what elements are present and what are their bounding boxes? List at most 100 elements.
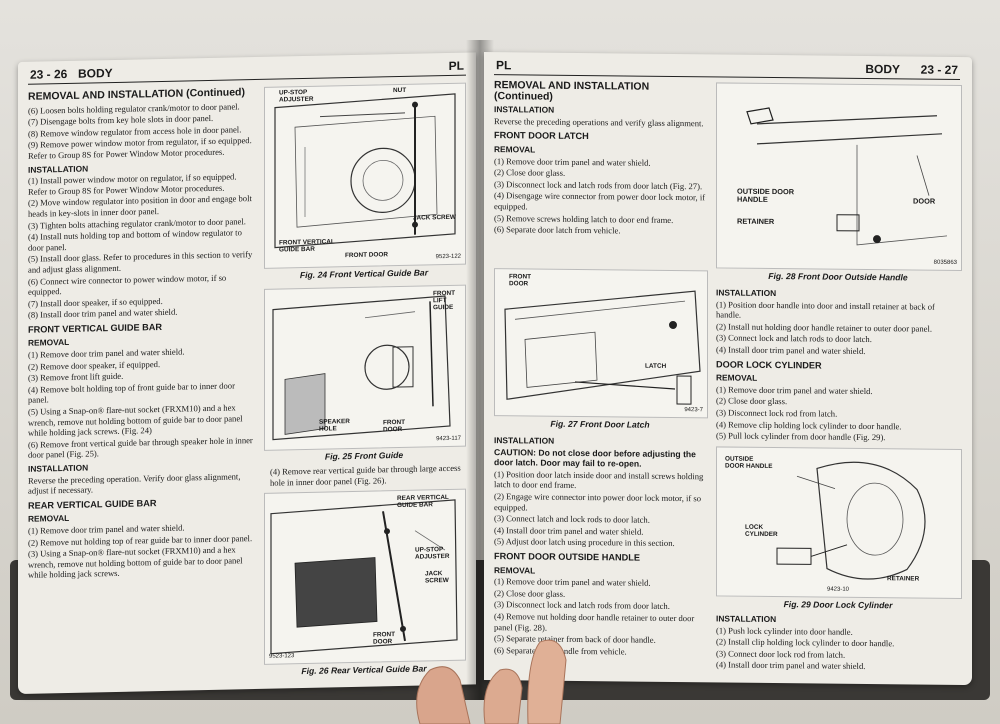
fig28-label-retainer: RETAINER (737, 216, 775, 227)
fig25-code: 9423-117 (436, 435, 461, 443)
rear-guide-removal-steps: (1) Remove door trim panel and water shi… (28, 521, 256, 581)
list-item: (4) Install door trim panel and water sh… (716, 659, 866, 672)
list-item: (1) Position door handle into door and i… (716, 299, 935, 320)
handle-heading: FRONT DOOR OUTSIDE HANDLE (494, 551, 640, 563)
list-item: (6) Separate door latch from vehicle. (494, 224, 621, 236)
left-page-title: REMOVAL AND INSTALLATION (Continued) (28, 86, 245, 103)
list-item: (2) Close door glass. (494, 167, 566, 179)
hand-fingers (416, 639, 567, 724)
left-page-header-right: PL (448, 58, 464, 73)
list-item: (5) Remove screws holding latch to door … (494, 212, 674, 225)
list-item: (3) Connect latch and lock rods to door … (494, 513, 650, 525)
list-item: (5) Pull lock cylinder from door handle … (716, 430, 886, 443)
left-steps-top: (6) Loosen bolts holding regulator crank… (28, 101, 256, 162)
front-door-outside-handle-drawing (746, 107, 948, 246)
rear-vertical-guide-bar-drawing (270, 499, 458, 655)
fig29-label-handle: OUTSIDE DOOR HANDLE (725, 455, 773, 471)
fig25-label-frontdoor: FRONT DOOR (383, 418, 406, 434)
handle-removal-heading: REMOVAL (494, 564, 536, 576)
front-guide-removal-steps: (1) Remove door trim panel and water shi… (28, 345, 256, 461)
figure-25: FRONT LIFT GUIDE SPEAKER HOLE FRONT DOOR… (264, 284, 466, 451)
right-text-column-1b: INSTALLATION CAUTION: Do not close door … (494, 432, 706, 659)
fig28-caption: Fig. 28 Front Door Outside Handle (768, 270, 908, 283)
fig27-code: 9423-7 (684, 407, 703, 414)
fig29-label-retainer: RETAINER (887, 575, 920, 583)
left-page: 23 - 26 BODY PL REMOVAL AND INSTALLATION… (18, 52, 476, 695)
list-item: (2) Engage wire connector into power doo… (494, 491, 702, 513)
fig24-label-jackscrew: JACK SCREW (413, 213, 456, 222)
cylinder-install-steps: (1) Push lock cylinder into door handle.… (716, 625, 958, 673)
fig25-label-liftguide: FRONT LIFT GUIDE (433, 289, 456, 312)
front-guide-drawing (272, 295, 451, 441)
right-installation-text: Reverse the preceding operations and ver… (494, 115, 704, 129)
list-item: (4) Install door trim panel and water sh… (494, 524, 644, 537)
fig26-label-rearguide: REAR VERTICAL GUIDE BAR (397, 493, 449, 510)
fig26-label-jackscrew: JACK SCREW (425, 570, 449, 585)
list-item: (2) Close door glass. (494, 587, 566, 599)
list-item: (4) Install door trim panel and water sh… (716, 344, 866, 356)
fig24-label-frontdoor: FRONT DOOR (345, 251, 388, 260)
fig27-caption: Fig. 27 Front Door Latch (550, 418, 650, 430)
fig24-label-guidebar: FRONT VERTICAL GUIDE BAR (279, 238, 335, 254)
front-guide-heading: FRONT VERTICAL GUIDE BAR (28, 321, 163, 335)
rear-guide-step4: (4) Remove rear vertical guide bar throu… (270, 462, 461, 488)
fig28-label-handle: OUTSIDE DOOR HANDLE (737, 186, 795, 204)
list-item: (6) Remove front vertical guide bar thro… (28, 434, 253, 461)
left-page-number: 23 - 26 (30, 66, 68, 82)
list-item: (5) Using a Snap-on® flare-nut socket (F… (28, 402, 243, 439)
figure-26: REAR VERTICAL GUIDE BAR UP-STOP ADJUSTER… (264, 488, 466, 665)
list-item: (1) Remove door trim panel and water shi… (494, 155, 651, 168)
latch-caution: CAUTION: Do not close door before adjust… (494, 446, 696, 469)
installation-2-text: Reverse the preceding operation. Verify … (28, 470, 241, 496)
cylinder-heading: DOOR LOCK CYLINDER (716, 358, 822, 371)
fig24-code: 9523-122 (435, 253, 461, 261)
fig29-caption: Fig. 29 Door Lock Cylinder (783, 599, 893, 611)
right-page: PL BODY 23 - 27 REMOVAL AND INSTALLATION… (484, 52, 972, 686)
right-page-header-left: PL (496, 58, 512, 73)
list-item: (3) Disconnect lock and latch rods from … (494, 599, 670, 612)
right-text-column-1: REMOVAL AND INSTALLATION (Continued) INS… (494, 78, 706, 238)
figure-27: FRONT DOOR LATCH 9423-7 (494, 268, 708, 419)
right-page-number: 23 - 27 (920, 62, 958, 77)
left-page-section: BODY (78, 66, 113, 81)
list-item: (3) Disconnect lock and latch rods from … (494, 178, 703, 192)
fig29-code: 9423-10 (827, 586, 850, 593)
right-page-title: REMOVAL AND INSTALLATION (Continued) (494, 79, 650, 103)
front-vertical-guide-bar-drawing (274, 93, 456, 249)
installation-1-steps: (1) Install power window motor on regula… (28, 171, 256, 320)
list-item: (5) Adjust door latch using procedure in… (494, 536, 675, 549)
cylinder-removal-steps: (1) Remove door trim panel and water shi… (716, 384, 958, 444)
latch-install-steps: (1) Position door latch inside door and … (494, 469, 706, 549)
fig26-label-upstop: UP-STOP ADJUSTER (415, 546, 450, 561)
fig27-label-frontdoor: FRONT DOOR (509, 273, 532, 288)
list-item: (1) Position door latch inside door and … (494, 468, 704, 491)
latch-install-heading: INSTALLATION (494, 435, 555, 446)
list-item: (4) Disengage wire connector from power … (494, 190, 706, 212)
fig28-label-door: DOOR (913, 196, 936, 206)
fig29-label-cylinder: LOCK CYLINDER (745, 523, 778, 539)
fig27-label-latch: LATCH (645, 362, 667, 370)
right-text-column-2: INSTALLATION (1) Position door handle in… (716, 284, 958, 444)
rear-guide-heading: REAR VERTICAL GUIDE BAR (28, 497, 157, 511)
latch-removal-steps: (1) Remove door trim panel and water shi… (494, 156, 706, 237)
latch-removal-heading: REMOVAL (494, 144, 536, 155)
fig24-label-nut: NUT (393, 86, 407, 95)
step4-text-block: (4) Remove rear vertical guide bar throu… (270, 463, 466, 489)
list-item: (1) Remove door trim panel and water shi… (494, 576, 651, 588)
front-door-latch-drawing (504, 290, 701, 405)
fig25-label-speakerhole: SPEAKER HOLE (319, 418, 350, 433)
left-page-header: 23 - 26 BODY PL (28, 58, 466, 85)
list-item: (9) Remove power window motor from regul… (28, 135, 252, 161)
fig26-code: 9523-123 (269, 653, 295, 660)
figure-28: OUTSIDE DOOR HANDLE DOOR RETAINER 803586… (716, 82, 962, 272)
left-text-column: REMOVAL AND INSTALLATION (Continued) (6)… (28, 85, 256, 582)
list-item: (3) Using a Snap-on® flare-nut socket (F… (28, 544, 243, 581)
handle-install-steps: (1) Position door handle into door and i… (716, 299, 958, 358)
right-text-column-3: INSTALLATION (1) Push lock cylinder into… (716, 610, 958, 674)
fig24-label-upstop: UP-STOP ADJUSTER (279, 88, 314, 104)
figure-24: UP-STOP ADJUSTER NUT JACK SCREW FRONT VE… (264, 82, 466, 269)
right-page-header: PL BODY 23 - 27 (494, 58, 960, 80)
fig28-code: 8035863 (933, 259, 957, 266)
door-lock-cylinder-drawing (776, 461, 926, 580)
right-page-section: BODY (865, 61, 900, 77)
